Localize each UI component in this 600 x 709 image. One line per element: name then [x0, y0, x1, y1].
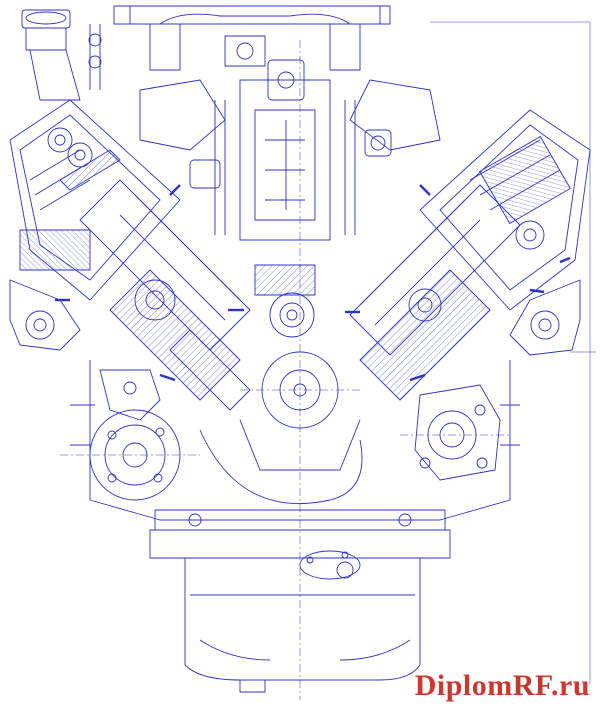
watermark-brand: RF — [512, 669, 551, 702]
oil-pan — [184, 558, 421, 693]
watermark-prefix: Diplom — [414, 669, 513, 702]
right-cylinder-head — [419, 109, 591, 311]
left-cylinder-head — [9, 99, 181, 301]
central-crank-area — [199, 264, 363, 504]
site-watermark: DiplomRF.ru — [415, 669, 590, 703]
right-exhaust-manifold — [509, 279, 581, 356]
watermark-suffix: .ru — [551, 669, 590, 702]
top-housing — [113, 5, 391, 71]
centerlines — [60, 40, 510, 700]
left-exhaust-manifold — [9, 279, 81, 351]
central-intake-assembly — [139, 59, 441, 241]
frame-lines — [430, 21, 596, 684]
left-accessory-pulley — [70, 369, 181, 501]
left-cylinder-bank — [79, 179, 251, 411]
gasket-marks — [55, 184, 571, 382]
right-cylinder-bank — [349, 184, 521, 401]
right-accessory-pump — [414, 384, 520, 481]
oil-filler-neck — [21, 9, 102, 101]
